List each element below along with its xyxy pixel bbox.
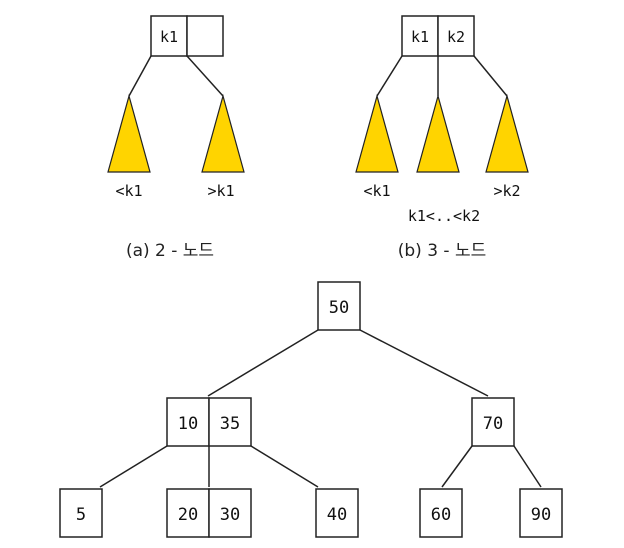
three-node-key2-box [437, 15, 475, 57]
two-node-right-edge [186, 55, 224, 97]
right-internal-key: 70 [483, 414, 503, 434]
edge-root-left [207, 329, 319, 397]
right-internal-node [471, 397, 515, 447]
two-node-right-subtree [201, 93, 245, 173]
left-internal-key1: 10 [178, 414, 198, 434]
root-key: 50 [329, 298, 349, 318]
three-node-key2: k2 [447, 28, 465, 46]
root-node [317, 281, 361, 331]
left-internal-key2: 35 [220, 414, 240, 434]
three-node-right-edge [473, 55, 508, 97]
three-node-key1-box [401, 15, 439, 57]
leaf-key-60: 60 [431, 505, 451, 525]
edge-root-right [359, 329, 489, 397]
two-node-left-label: <k1 [115, 182, 142, 200]
two-node-right-label: >k1 [207, 182, 234, 200]
example-tree: 50 10 35 70 5 20 30 40 60 90 [59, 281, 563, 538]
leaf-key-20: 20 [178, 505, 198, 525]
three-node-left-subtree [355, 93, 399, 173]
leaf-node-90 [519, 488, 563, 538]
two-node-diagram: k1 <k1 >k1 (a) 2 - 노드 [107, 15, 245, 261]
three-node-right-subtree [485, 93, 529, 173]
leaf-node-60 [419, 488, 463, 538]
leaf-key-90: 90 [531, 505, 551, 525]
leaf-key-30: 30 [220, 505, 240, 525]
leaf-key-40: 40 [327, 505, 347, 525]
leaf-key-5: 5 [76, 505, 86, 525]
two-node-left-edge [128, 55, 152, 97]
two-node-empty-box [186, 15, 224, 57]
two-node-key: k1 [160, 28, 178, 46]
leaf-node-30-box [208, 488, 252, 538]
leaf-node-20-box [166, 488, 210, 538]
left-internal-node-key2-box [208, 397, 252, 447]
three-node-left-label: <k1 [363, 182, 390, 200]
edge-right-to-90 [513, 445, 542, 488]
leaf-node-5 [59, 488, 103, 538]
edge-left-to-40 [250, 445, 319, 488]
three-node-key1: k1 [411, 28, 429, 46]
three-node-middle-label: k1<..<k2 [408, 207, 480, 225]
three-node-caption: (b) 3 - 노드 [398, 241, 487, 261]
two-node-left-subtree [107, 93, 151, 173]
edge-left-to-5 [99, 445, 168, 488]
three-node-left-edge [376, 55, 403, 97]
three-node-diagram: k1 k2 <k1 >k2 k1<..<k2 (b) 3 - 노드 [355, 15, 529, 261]
two-node-caption: (a) 2 - 노드 [126, 241, 214, 261]
three-node-middle-subtree [416, 93, 460, 173]
three-node-right-label: >k2 [493, 182, 520, 200]
edge-right-to-60 [441, 445, 473, 488]
leaf-node-40 [315, 488, 359, 538]
two-node-key-box [150, 15, 188, 57]
